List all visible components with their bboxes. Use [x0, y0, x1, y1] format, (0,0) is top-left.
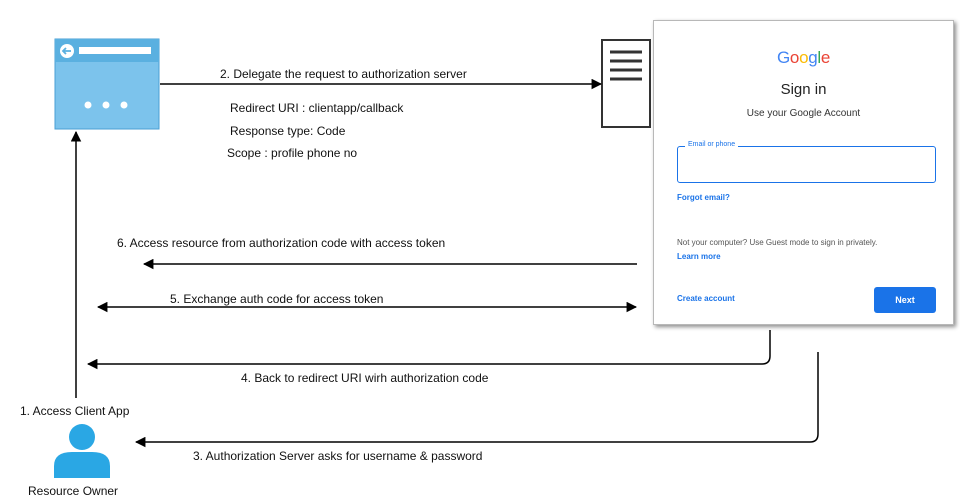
redirect-uri-param: Redirect URI : clientapp/callback: [230, 101, 404, 115]
user-icon: [54, 424, 110, 478]
step-4-label: 4. Back to redirect URI wirh authorizati…: [241, 371, 489, 385]
guest-mode-note: Not your computer? Use Guest mode to sig…: [677, 238, 878, 247]
step-2-label: 2. Delegate the request to authorization…: [220, 67, 467, 81]
email-field[interactable]: Email or phone: [677, 141, 936, 183]
arrow-step-3: [134, 352, 819, 448]
google-logo-letter: o: [799, 48, 809, 67]
step-5-label: 5. Exchange auth code for access token: [170, 292, 384, 306]
google-logo-letter: o: [789, 48, 800, 67]
step-6-label: 6. Access resource from authorization co…: [117, 236, 446, 250]
response-type-param: Response type: Code: [230, 124, 346, 138]
forgot-email-link[interactable]: Forgot email?: [677, 193, 730, 202]
step-1-label: 1. Access Client App: [20, 404, 130, 418]
next-button[interactable]: Next: [874, 287, 936, 313]
scope-param: Scope : profile phone no: [227, 146, 358, 160]
signin-subtitle: Use your Google Account: [746, 108, 861, 119]
arrow-step-4: [86, 330, 771, 370]
browser-window-icon: [54, 38, 160, 130]
resource-owner-label: Resource Owner: [28, 484, 119, 498]
google-logo-letter: l: [817, 48, 821, 67]
email-field-label: Email or phone: [685, 141, 739, 148]
learn-more-link[interactable]: Learn more: [677, 252, 721, 261]
server-document-icon: [601, 39, 651, 128]
google-logo-letter: g: [808, 48, 818, 67]
google-signin-card: Google Sign in Use your Google Account E…: [653, 20, 954, 325]
google-logo: Google: [654, 48, 953, 68]
google-logo-letter: e: [820, 48, 831, 67]
signin-title: Sign in: [780, 81, 827, 98]
create-account-link[interactable]: Create account: [677, 294, 735, 303]
step-3-label: 3. Authorization Server asks for usernam…: [193, 449, 483, 463]
google-logo-letter: G: [776, 48, 790, 67]
